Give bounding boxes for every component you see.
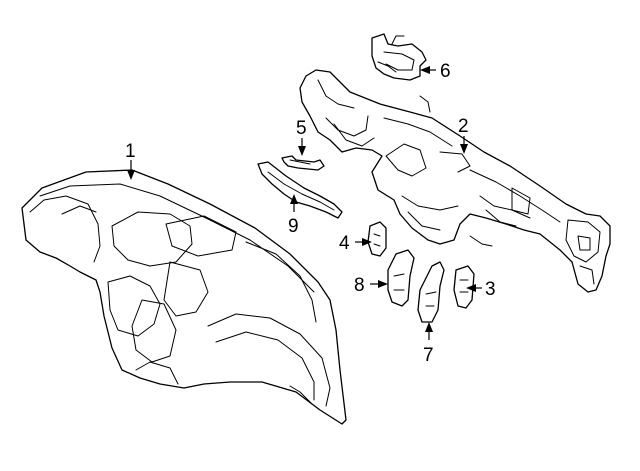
- small-gusset: [367, 221, 387, 257]
- leader-lines: [127, 66, 482, 340]
- callout-6: 6: [440, 61, 451, 82]
- side-bracket: [387, 249, 415, 307]
- callout-9: 9: [288, 216, 299, 237]
- callout-1: 1: [125, 141, 136, 162]
- arrow-5: [298, 146, 306, 156]
- callout-2: 2: [458, 116, 469, 137]
- arrow-4: [362, 238, 372, 246]
- arrow-7: [425, 322, 433, 332]
- brace: [417, 261, 445, 323]
- clip-bracket: [281, 155, 325, 171]
- callout-4: 4: [339, 233, 350, 254]
- instrument-panel: [21, 169, 347, 425]
- callout-labels: 1 2 3 4 5 6 7 8 9: [125, 61, 496, 366]
- arrow-9: [290, 194, 298, 204]
- cross-car-beam: [299, 69, 611, 293]
- callout-5: 5: [296, 118, 307, 139]
- arrow-3: [466, 284, 476, 292]
- arrow-8: [378, 280, 388, 288]
- callout-8: 8: [354, 275, 365, 296]
- arrow-6: [420, 66, 430, 74]
- reinforcement-bracket: [257, 161, 343, 219]
- callout-7: 7: [423, 345, 434, 366]
- arrow-1: [127, 170, 135, 180]
- callout-3: 3: [485, 279, 496, 300]
- upper-bracket: [371, 33, 427, 81]
- small-plate: [453, 265, 475, 309]
- arrow-2: [460, 144, 468, 154]
